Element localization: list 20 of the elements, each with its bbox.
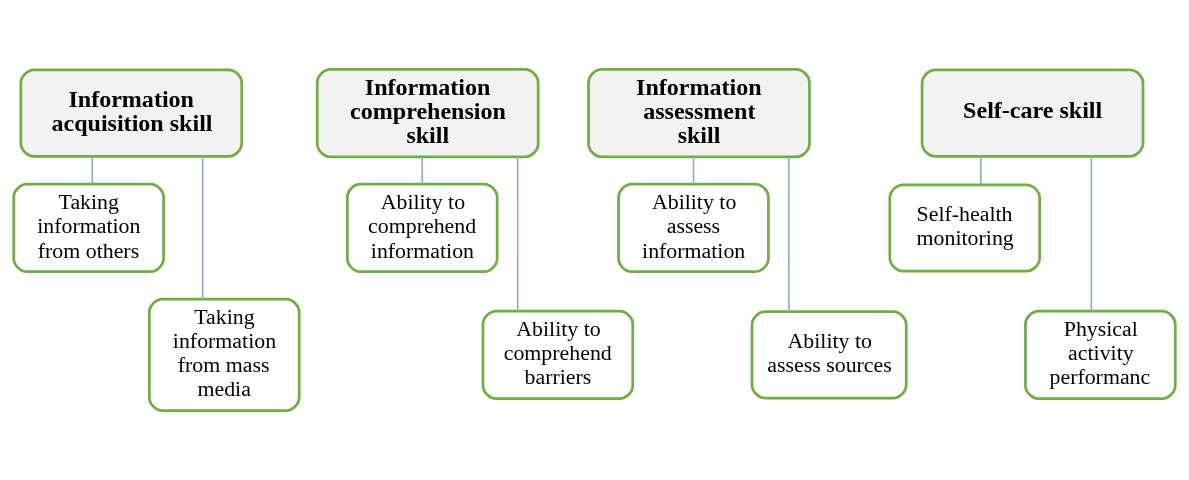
connector bbox=[692, 156, 695, 186]
node-box: Self-health monitoring bbox=[888, 183, 1042, 273]
connector bbox=[516, 156, 519, 312]
connector bbox=[421, 156, 424, 186]
node-box: Ability to assess sources bbox=[750, 310, 908, 400]
connector bbox=[788, 156, 790, 313]
node-box: Physical activity performanc bbox=[1024, 309, 1177, 400]
node-box: Information acquisition skill bbox=[19, 68, 244, 158]
node-box: Information assessment skill bbox=[587, 68, 811, 159]
node-box: Ability to assess information bbox=[617, 182, 770, 274]
connector bbox=[980, 155, 982, 186]
connector bbox=[91, 155, 93, 185]
node-box: Information comprehension skill bbox=[315, 68, 540, 159]
node-box: Ability to comprehend information bbox=[345, 182, 499, 274]
node-box: Taking information from mass media bbox=[147, 297, 301, 412]
node-box: Ability to comprehend barriers bbox=[481, 309, 635, 400]
connector bbox=[1090, 155, 1093, 312]
node-box: Self-care skill bbox=[920, 68, 1145, 158]
node-box: Taking information from others bbox=[12, 182, 165, 274]
connector bbox=[201, 155, 204, 300]
